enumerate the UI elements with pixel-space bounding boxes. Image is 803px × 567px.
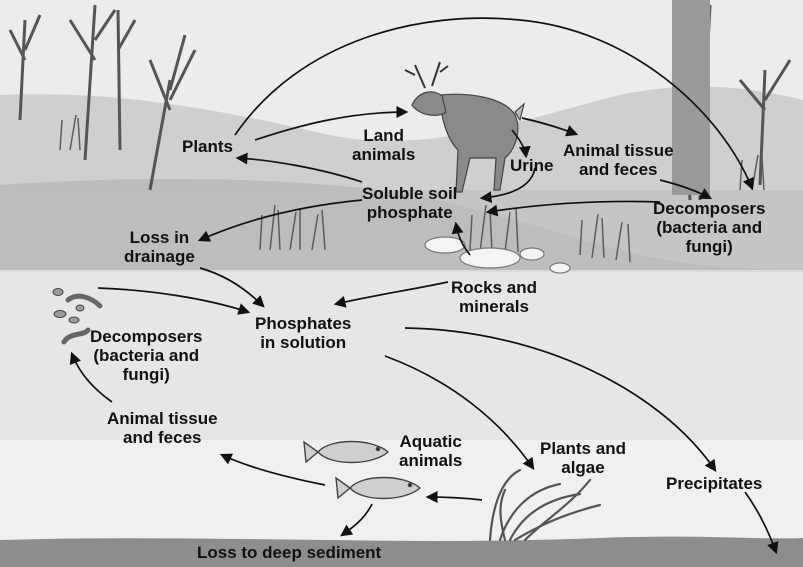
label-precipitates: Precipitates (666, 474, 762, 493)
label-decomposers-land: Decomposers (bacteria and fungi) (653, 199, 765, 256)
label-phosphates-in-solution: Phosphates in solution (255, 314, 351, 352)
label-rocks-and-minerals: Rocks and minerals (451, 278, 537, 316)
label-plants: Plants (182, 137, 233, 156)
label-loss-in-drainage: Loss in drainage (124, 228, 195, 266)
tree-trunk (672, 0, 710, 195)
label-decomposers-water: Decomposers (bacteria and fungi) (90, 327, 202, 384)
label-aquatic-animals: Aquatic animals (399, 432, 462, 470)
label-animal-tissue-land: Animal tissue and feces (563, 141, 674, 179)
label-animal-tissue-water: Animal tissue and feces (107, 409, 218, 447)
label-plants-and-algae: Plants and algae (540, 439, 626, 477)
label-soluble-soil-phosphate: Soluble soil phosphate (362, 184, 457, 222)
label-land-animals: Land animals (352, 126, 415, 164)
label-loss-to-deep-sediment: Loss to deep sediment (197, 543, 381, 562)
label-urine: Urine (510, 156, 553, 175)
sediment-layer (0, 537, 803, 567)
